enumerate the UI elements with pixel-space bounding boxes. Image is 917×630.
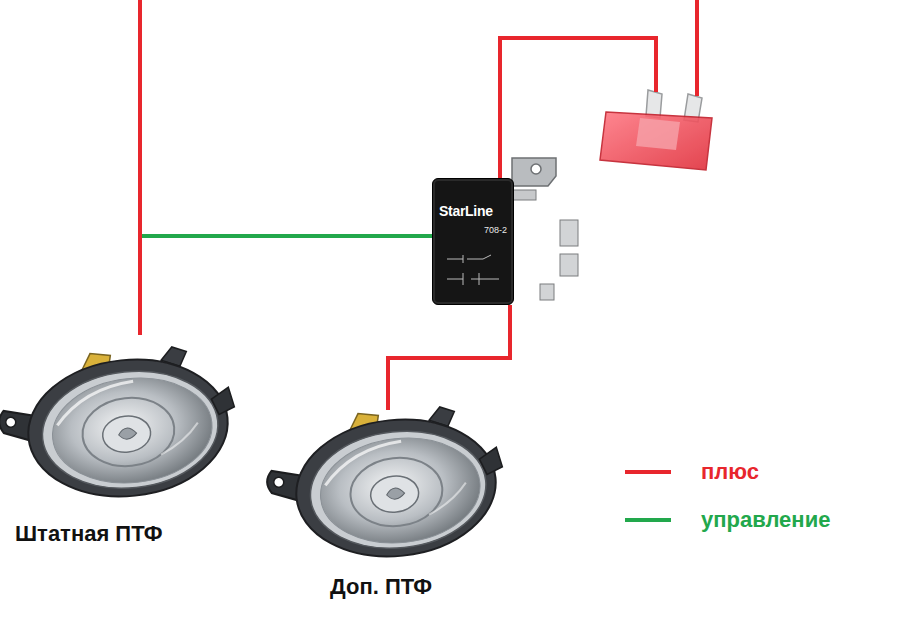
model-number: 708-2 [484, 225, 507, 235]
brand-label: StarLine [439, 203, 493, 219]
legend-label: плюс [701, 459, 759, 485]
legend-swatch [625, 470, 671, 474]
legend: плюс управление [625, 455, 830, 551]
plus-wire [138, 0, 142, 335]
relay-schematic [443, 251, 503, 291]
part-label: Доп. ПТФ [330, 574, 520, 600]
fog-lamp: Доп. ПТФ [270, 410, 520, 600]
part-label: Штатная ПТФ [15, 521, 258, 547]
legend-label: управление [701, 507, 830, 533]
wire-connector [140, 236, 432, 335]
plus-wire [695, 0, 699, 96]
legend-item: управление [625, 503, 830, 537]
wire-connector [388, 305, 510, 410]
relay-box: StarLine 708-2 [432, 178, 514, 305]
plus-wire [500, 38, 656, 185]
legend-item: плюс [625, 455, 830, 489]
legend-swatch [625, 518, 671, 522]
fog-lamp: Штатная ПТФ [8, 335, 258, 547]
